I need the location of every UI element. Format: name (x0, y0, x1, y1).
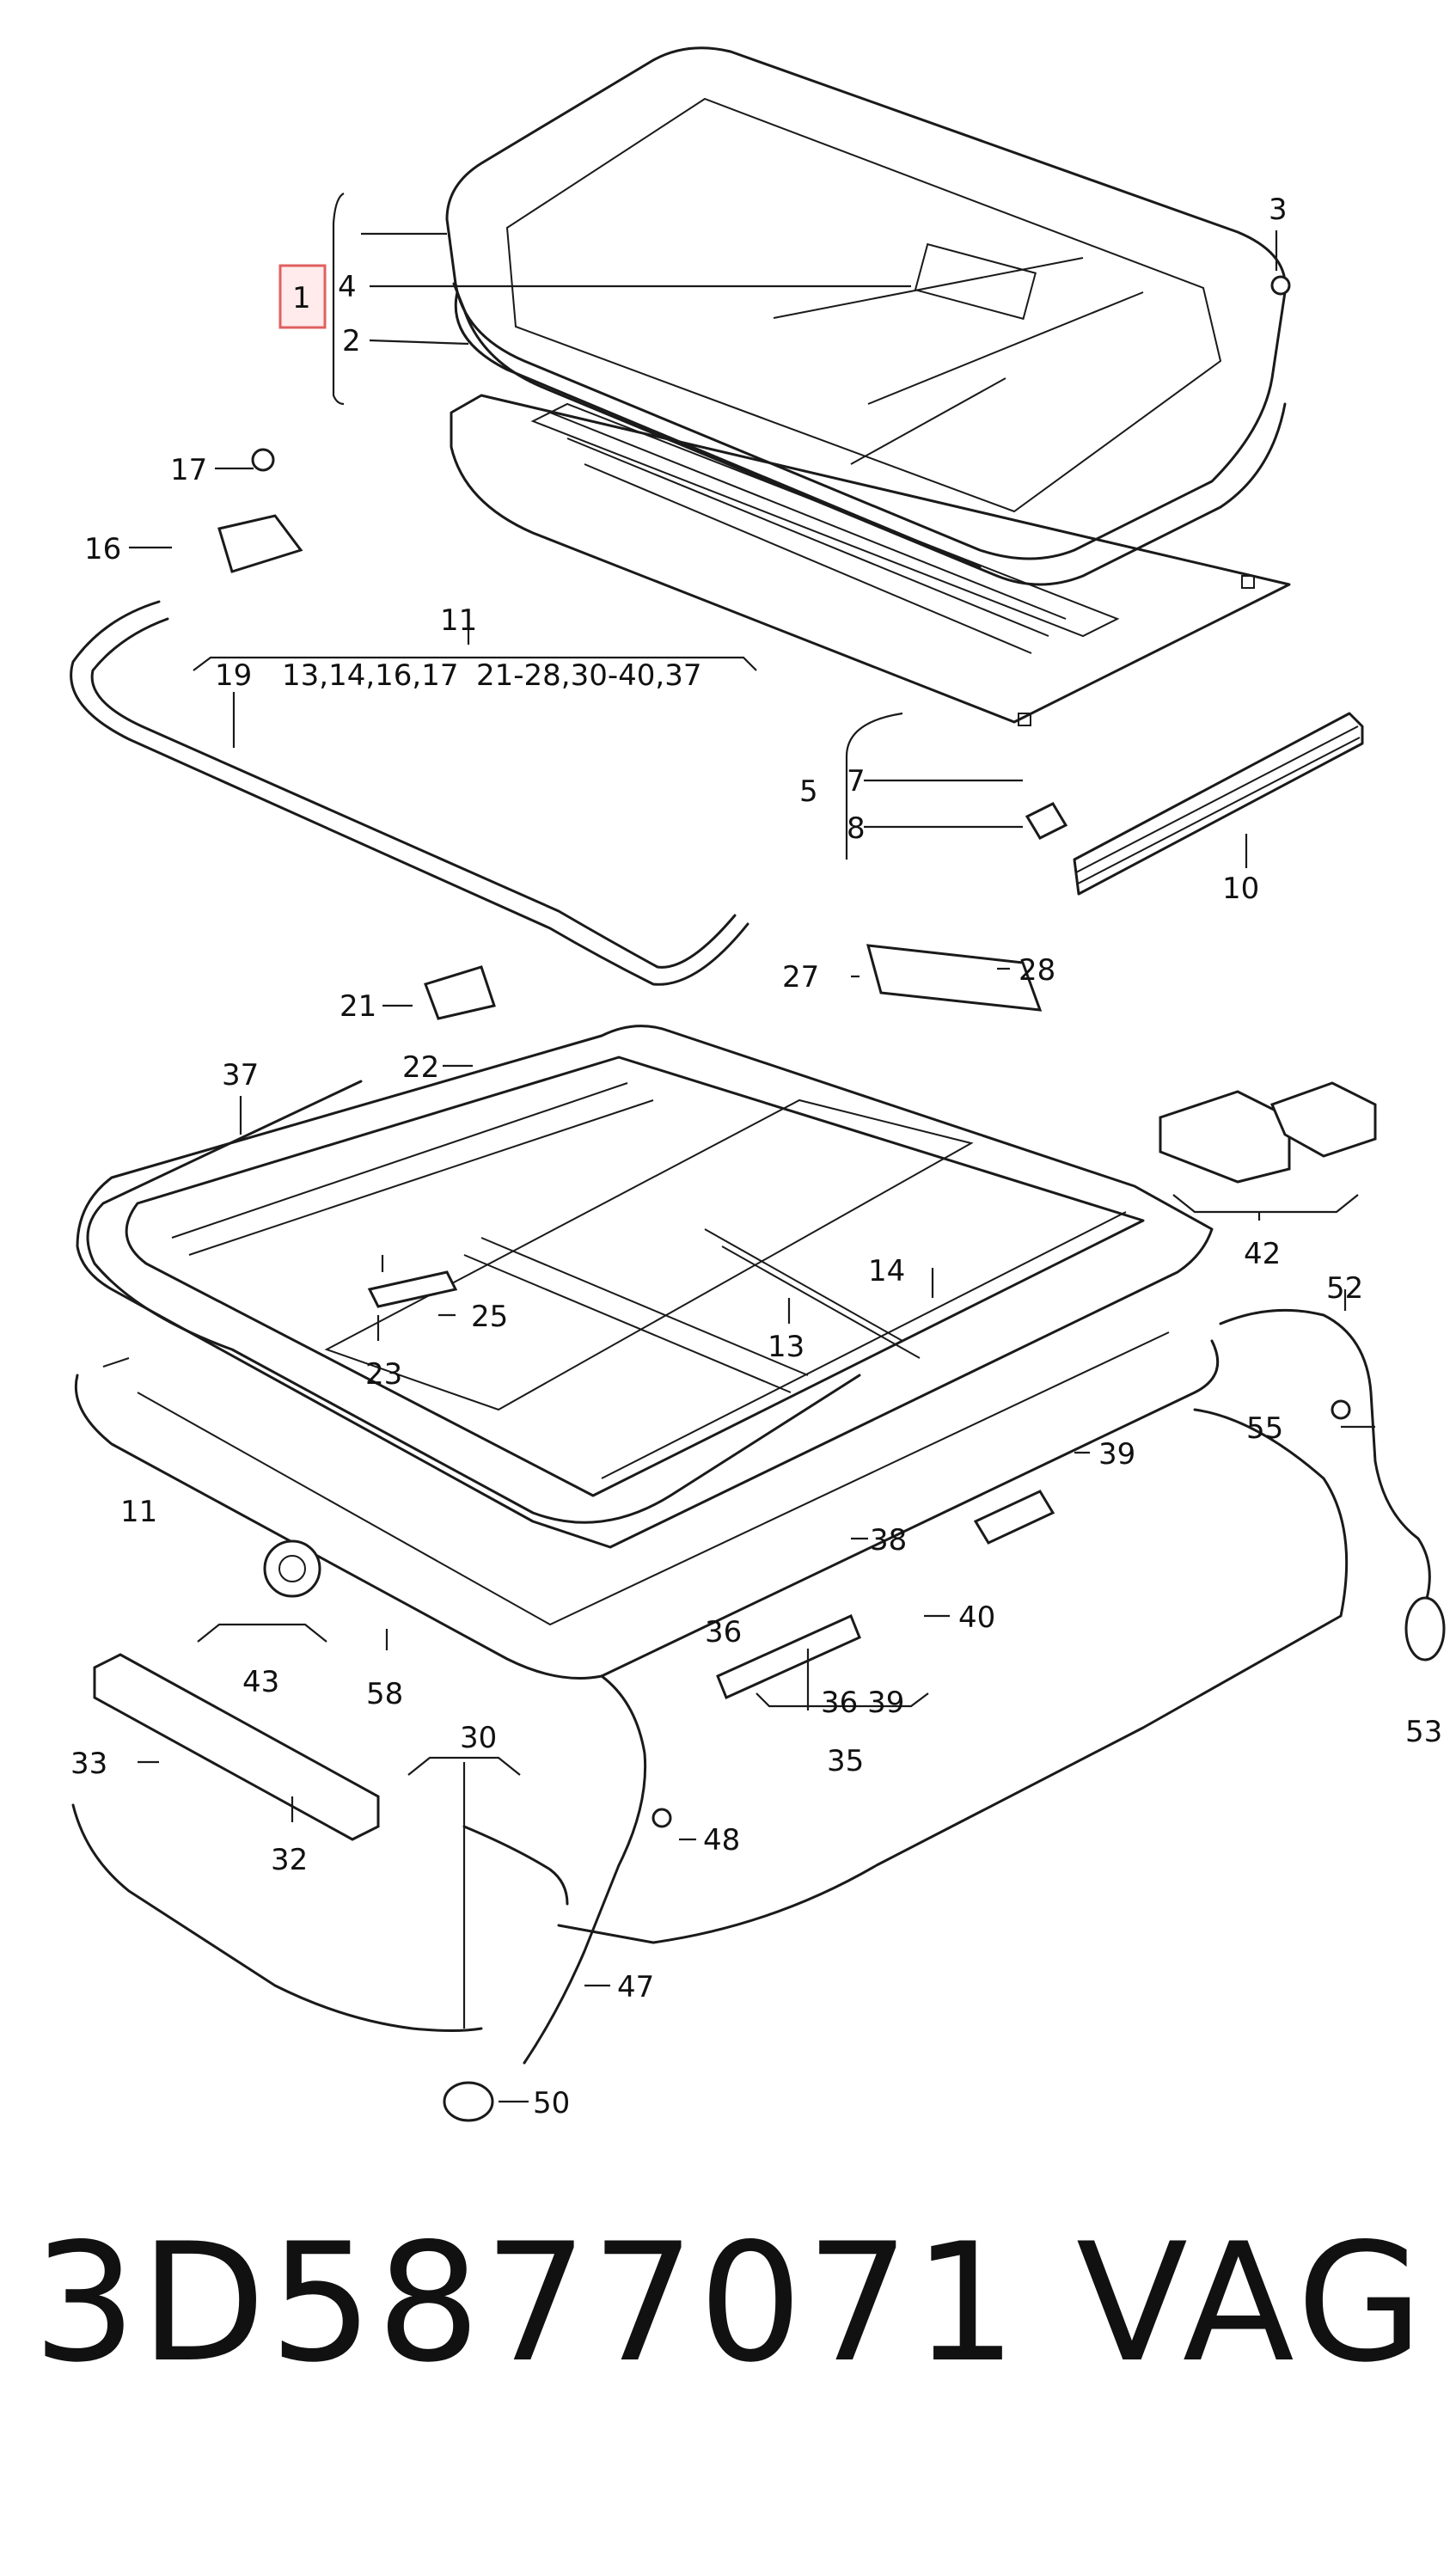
label-40: 40 (958, 1600, 995, 1635)
glass-panel (445, 46, 1287, 586)
label-group-b: 21-28,30-40,37 (476, 658, 701, 693)
sunroof-parts-diagram: 1 4 2 3 17 16 11 19 13,14,16,17 21-28,30… (70, 46, 1446, 2122)
label-21: 21 (340, 989, 376, 1024)
bracket-32 (93, 1653, 380, 1841)
label-4: 4 (338, 270, 357, 304)
highlight-item-1 (278, 264, 327, 329)
maker-name: VAG (1076, 2208, 1428, 2398)
sunshade-panel (450, 394, 1291, 726)
label-53: 53 (1405, 1715, 1442, 1749)
part-labels: 1 4 2 3 17 16 11 19 13,14,16,17 21-28,30… (70, 193, 1442, 2120)
label-10: 10 (1222, 872, 1259, 906)
label-1: 1 (292, 281, 311, 315)
label-13: 13 (768, 1330, 804, 1364)
label-48: 48 (703, 1823, 740, 1857)
label-22: 22 (402, 1050, 439, 1085)
label-14: 14 (868, 1254, 905, 1288)
label-28: 28 (1019, 953, 1055, 988)
label-32: 32 (271, 1843, 308, 1877)
edge-strip-37 (86, 1080, 861, 1524)
label-25: 25 (471, 1300, 508, 1334)
label-30: 30 (460, 1721, 497, 1755)
leader-lines (129, 193, 1375, 2103)
seal (454, 291, 982, 569)
label-27: 27 (782, 960, 819, 994)
drain-hose-right (1219, 1308, 1446, 1661)
label-36-39: 36 39 (821, 1686, 904, 1720)
front-trim-19 (70, 600, 749, 986)
label-43: 43 (242, 1665, 279, 1699)
label-42: 42 (1244, 1237, 1281, 1271)
motor-42 (1159, 1081, 1377, 1184)
side-rail-10 (1073, 712, 1364, 896)
label-8: 8 (847, 811, 866, 846)
label-39: 39 (1098, 1437, 1135, 1472)
part-number: 3D5877071 (33, 2208, 1021, 2398)
label-38: 38 (870, 1523, 907, 1557)
label-33: 33 (70, 1747, 107, 1781)
label-5: 5 (799, 774, 818, 809)
lower-frame-11 (74, 1331, 1220, 1680)
label-16: 16 (84, 532, 121, 566)
harness-30 (71, 1803, 569, 2032)
label-19: 19 (215, 658, 252, 693)
label-50: 50 (533, 2086, 570, 2120)
drain-hose-lower (443, 1674, 647, 2122)
label-52: 52 (1326, 1271, 1363, 1306)
label-3: 3 (1269, 193, 1288, 227)
label-group-a: 13,14,16,17 (282, 658, 458, 693)
label-11-bottom: 11 (120, 1495, 157, 1529)
main-frame (76, 1025, 1214, 1549)
label-58: 58 (366, 1677, 403, 1711)
label-35: 35 (827, 1744, 864, 1778)
outer-loop (557, 1408, 1349, 1944)
label-23: 23 (365, 1357, 402, 1392)
motor-43 (263, 1539, 321, 1598)
small-parts (217, 275, 1351, 1828)
label-47: 47 (617, 1970, 654, 2004)
label-36: 36 (705, 1615, 742, 1649)
label-37: 37 (222, 1058, 259, 1092)
label-55: 55 (1246, 1411, 1283, 1446)
label-2: 2 (342, 324, 361, 358)
label-7: 7 (847, 764, 866, 799)
label-17: 17 (170, 453, 207, 487)
label-11-top: 11 (440, 603, 477, 638)
